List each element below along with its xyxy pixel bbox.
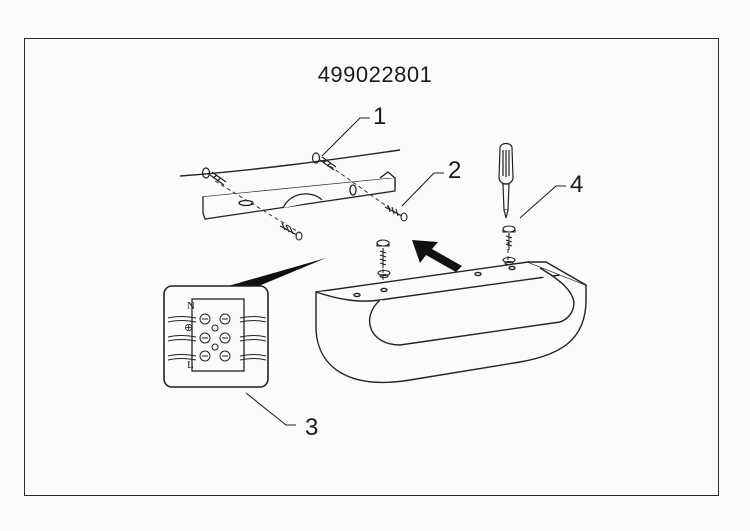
callout-3: 3 [305,414,319,441]
terminal-label-live: L [187,359,194,371]
terminal-label-neutral: N [187,300,195,312]
wall-lamp-body [315,261,587,384]
callout-1: 1 [373,103,387,130]
screw-right [384,204,408,222]
guide-lines [214,165,509,285]
install-direction-arrow [412,240,462,272]
diagram-frame [24,38,719,496]
diagram-title: 499022801 [317,62,433,87]
callout-leaders [245,117,566,426]
wall-plug-left [201,167,227,186]
lamp-screw-right [502,225,516,266]
screw-left [279,222,303,241]
wall-plug-right [311,152,337,171]
callout-2: 2 [448,157,462,184]
terminal-block-detail: N ⊕ L [163,285,269,388]
lamp-screw-left [376,239,391,279]
terminal-label-earth: ⊕ [184,322,193,334]
screwdriver-icon [498,142,514,219]
callout-4: 4 [570,171,584,198]
mounting-bracket [202,171,396,220]
